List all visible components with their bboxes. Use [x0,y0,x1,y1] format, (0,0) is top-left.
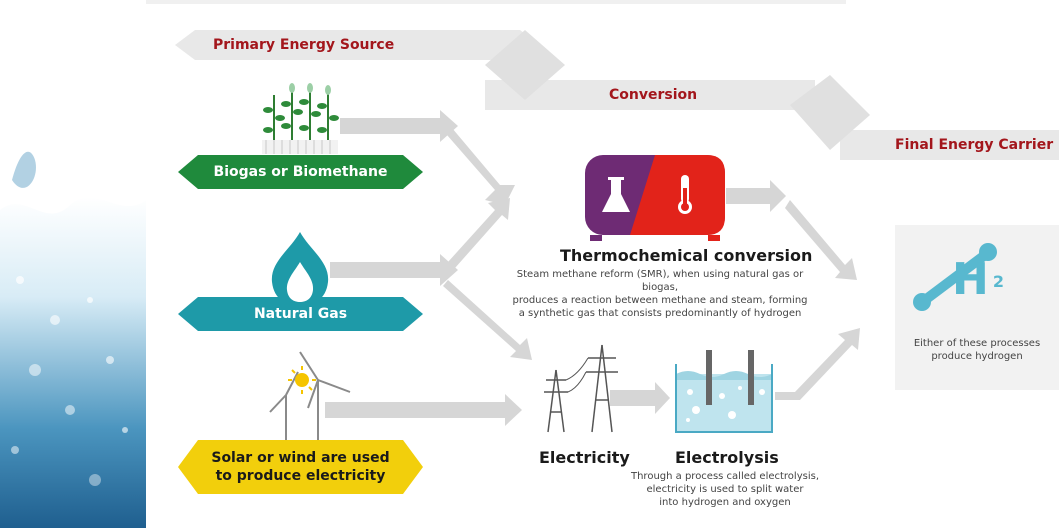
stage-final-label: Final Energy Carrier [895,137,1054,153]
hydrogen-symbol-subscript: 2 [992,272,1004,291]
wind-turbine-icon [269,351,351,440]
solar-wind-label: Solar or wind are used to produce electr… [198,442,403,492]
hydrogen-symbol-letter: H [952,254,989,305]
solar-wind-label-line2: to produce electricity [215,468,386,484]
hydrogen-desc: Either of these processes produce hydrog… [900,337,1054,363]
natural-gas-label: Natural Gas [253,306,348,322]
electricity-title: Electricity [539,448,630,467]
flame-icon [271,232,329,306]
plant-icon [262,83,339,154]
hydrogen-molecule-icon [913,243,997,311]
stage-primary-label: Primary Energy Source [213,37,395,53]
sun-icon [288,366,316,394]
water-tank-icon [675,350,773,433]
solar-wind-label-line1: Solar or wind are used [211,450,390,466]
hydrogen-desc-line1: Either of these processes [913,338,1041,349]
power-pylon-icon [544,344,618,433]
thermochemical-desc-line1: Steam methane reform (SMR), when using n… [516,269,804,293]
solar-wind-hex [178,440,423,494]
stage-conversion-label: Conversion [609,87,698,103]
electrolysis-desc-line1: Through a process called electrolysis, [630,471,820,482]
electrolysis-title: Electrolysis [675,448,779,467]
flow-arrows [325,110,860,426]
thermochemical-desc-line3: a synthetic gas that consists predominan… [518,308,802,319]
biogas-label: Biogas or Biomethane [213,164,388,180]
stage-banners [175,30,1059,160]
electrolysis-desc: Through a process called electrolysis, e… [625,470,825,509]
electrolysis-desc-line3: into hydrogen and oxygen [659,497,791,508]
thermochemical-capsule [585,155,725,241]
thermochemical-desc: Steam methane reform (SMR), when using n… [505,268,815,320]
water-splash-icon [0,0,146,528]
thermochemical-desc-line2: produces a reaction between methane and … [512,295,808,306]
flask-icon [602,177,630,212]
natural-gas-hex [178,297,423,331]
thermometer-icon [678,175,692,214]
hydrogen-desc-line2: produce hydrogen [931,351,1023,362]
thermochemical-title: Thermochemical conversion [560,246,813,265]
electrolysis-desc-line2: electricity is used to split water [646,484,804,495]
biogas-hex [178,155,423,189]
